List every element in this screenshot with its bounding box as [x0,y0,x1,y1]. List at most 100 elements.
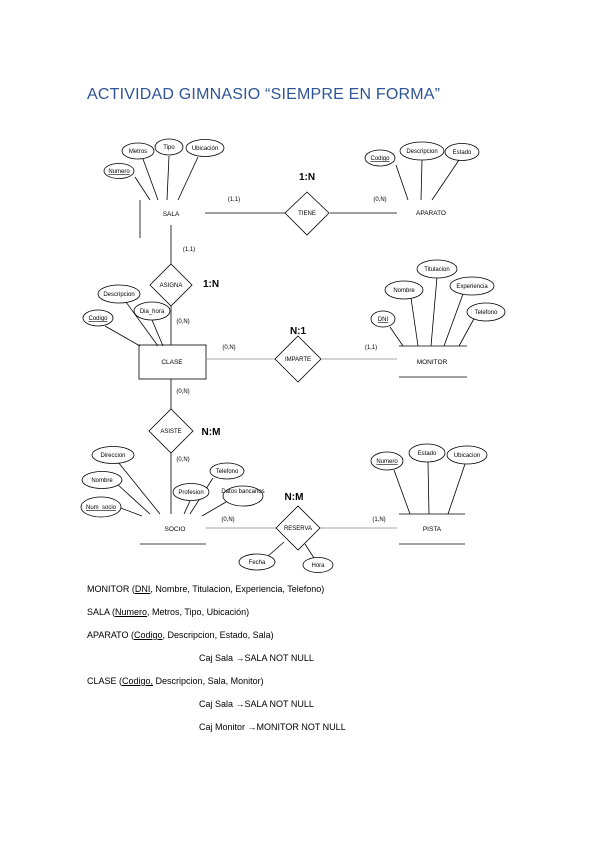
relation-reserva-type: N:M [285,492,304,503]
schema-table-name: CLASE [87,676,117,686]
connector [447,463,466,515]
attr-clase-dia-hora-label: Dia_hora [140,309,165,315]
entity-pista: PISTA [399,513,465,545]
relation-asiste-label: ASISTE [160,429,181,435]
attr-aparato-estado-label: Estado [453,150,472,156]
connector [427,461,430,515]
attr-pista-estado [408,443,446,463]
attr-pista-numero-label: Numero [376,459,398,465]
attr-socio-datos-bancarios [222,485,264,507]
relation-asigna-type: 1:N [203,279,219,290]
attr-reserva-fecha [238,553,276,571]
schema-table-name: SALA [87,607,110,617]
schema-table-name: APARATO [87,630,129,640]
connector [116,483,151,515]
schema-primary-key: Numero [115,607,148,617]
attr-sala-tipo-label: Tipo [163,145,175,151]
attr-socio-direccion [91,446,135,464]
attr-monitor-dni [370,310,396,328]
attr-aparato-codigo [364,149,396,167]
attr-monitor-experiencia [449,276,495,296]
attr-sala-metros-label: Metros [129,149,147,155]
card-asiste-socio: (0,N) [176,457,189,463]
relation-asigna-diamond [149,263,193,307]
attr-socio-num-socio [80,496,122,518]
relation-tiene-diamond [284,191,330,236]
connector [177,156,199,201]
attr-monitor-titulacion-label: Titulacion [424,267,449,273]
connector [117,506,143,517]
connector [431,159,460,201]
connector [458,314,477,347]
relation-reserva-diamond [275,505,321,551]
attr-monitor-telefono-label: Telefono [475,310,498,316]
connector [430,276,438,347]
schema-aparato-constraint: Caj Sala →SALA NOT NULL [199,653,314,663]
card-imparte-monitor: (1,1) [365,345,377,351]
card-sala-tiene: (1,1) [228,197,240,203]
attr-sala-numero [103,163,135,179]
pista-attributes: Numero Estado Ubicacion [370,443,488,515]
attr-clase-dia-hora [133,301,171,321]
relation-asiste-diamond [148,408,194,454]
attr-sala-numero-label: Numero [108,169,130,175]
attr-socio-profesion-label: Profesion [178,490,203,496]
relation-asigna-label: ASIGNA [160,283,183,289]
sala-attributes: Numero Metros Tipo Ubicación [103,138,225,201]
clase-attributes: Descripcion Dia_hora Codigo [82,284,171,347]
attr-reserva-hora [302,557,334,573]
connector [443,293,464,347]
attr-monitor-titulacion [416,259,458,279]
attr-clase-codigo [82,309,114,327]
entity-monitor-label: MONITOR [417,359,448,366]
monitor-attributes: Titulacion Nombre Experiencia DNI Telefo… [370,259,506,347]
schema-columns: , Metros, Tipo, Ubicación) [147,607,250,617]
attr-socio-nombre-label: Nombre [91,478,113,484]
attr-socio-nombre [81,471,123,489]
attr-socio-datos-bancarios-label: Datos bancarios [221,489,264,495]
attr-socio-direccion-label: Direccion [100,453,125,459]
attr-aparato-estado [444,143,480,161]
attr-socio-telefono-label: Telefono [216,469,239,475]
entity-socio-label: SOCIO [165,526,186,533]
entity-aparato-label: APARATO [416,210,446,217]
connector [183,500,191,515]
connector [125,301,159,347]
connector [266,541,285,558]
attr-sala-ubicacion-label: Ubicación [192,146,218,152]
attr-sala-tipo [154,138,184,156]
card-tiene-aparato: (0,N) [373,197,386,203]
card-clase-asiste: (0,N) [176,389,189,395]
attr-aparato-codigo-label: Codigo [370,156,390,162]
relation-reserva-label: RESERVA [284,526,312,532]
entity-monitor: MONITOR [399,345,467,378]
connector [166,155,170,201]
card-reserva-pista: (1,N) [372,517,385,523]
connector [142,158,159,201]
schema-clase: CLASE (Codigo, Descripcion, Sala, Monito… [87,676,264,686]
connector [117,461,161,515]
page-title: ACTIVIDAD GIMNASIO “SIEMPRE EN FORMA” [87,86,441,103]
schema-clase-constraint-sala: Caj Sala →SALA NOT NULL [199,699,314,709]
connector [389,326,404,347]
relation-tiene-label: TIENE [298,211,316,217]
connector [104,325,141,347]
attr-clase-descripcion [97,284,141,304]
aparato-attributes: Codigo Descripcion Estado [364,141,480,201]
schema-columns: , Nombre, Titulacion, Experiencia, Telef… [150,584,325,594]
schema-clase-constraint-monitor: Caj Monitor →MONITOR NOT NULL [199,722,346,732]
attr-aparato-descripcion-label: Descripcion [406,149,437,155]
entity-aparato: APARATO [416,210,446,217]
attr-pista-numero [370,451,404,471]
connector [393,469,411,515]
attr-sala-metros [121,142,155,160]
attr-reserva-fecha-label: Fecha [249,560,266,566]
connector [151,319,164,347]
connector [395,164,409,201]
relation-imparte-diamond [274,335,322,383]
attr-monitor-nombre [384,280,424,300]
schema-primary-key: DNI [134,584,151,594]
relation-asiste-type: N:M [202,427,221,438]
attr-monitor-telefono [466,302,506,322]
